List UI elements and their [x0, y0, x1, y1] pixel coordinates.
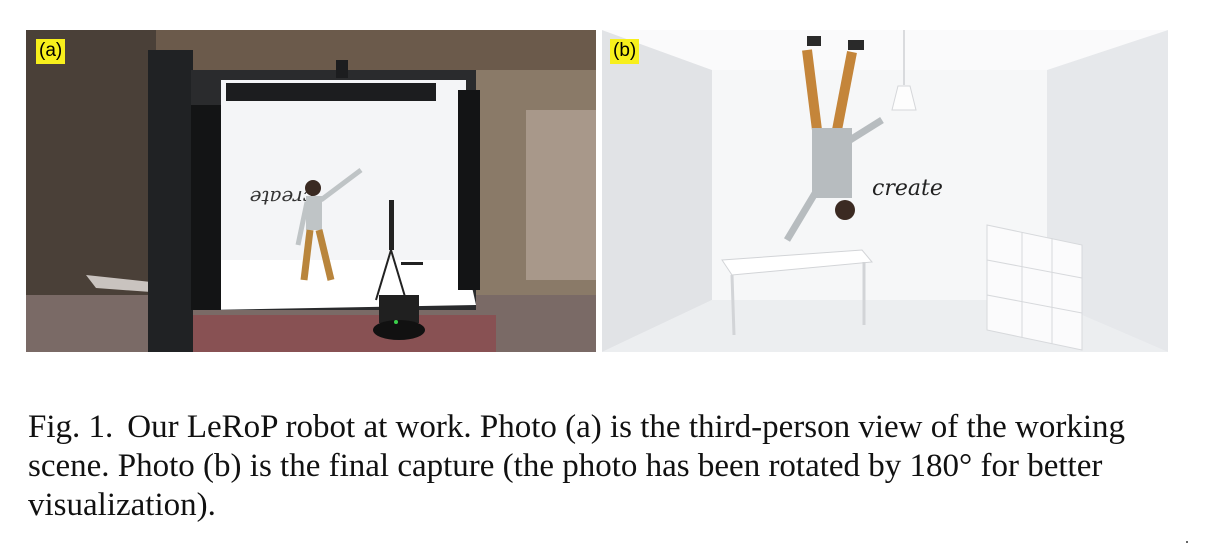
svg-text:create: create — [872, 176, 943, 201]
svg-text:create: create — [250, 186, 314, 210]
panel-label-b: (b) — [610, 39, 640, 64]
page-mark — [1186, 541, 1188, 543]
panel-label-a: (a) — [36, 39, 66, 64]
caption-text: Our LeRoP robot at work. Photo (a) is th… — [28, 409, 1126, 523]
photo-a-third-person-view: create (a) — [26, 30, 596, 352]
figure-number: Fig. 1. — [28, 409, 114, 445]
photo-b-illustration: create — [602, 30, 1168, 352]
photo-a-illustration: create — [26, 30, 596, 352]
photo-b-final-capture: create (b) — [602, 30, 1168, 352]
figure: create (a) — [26, 30, 1168, 352]
figure-caption: Fig. 1.Our LeRoP robot at work. Photo (a… — [28, 408, 1178, 525]
